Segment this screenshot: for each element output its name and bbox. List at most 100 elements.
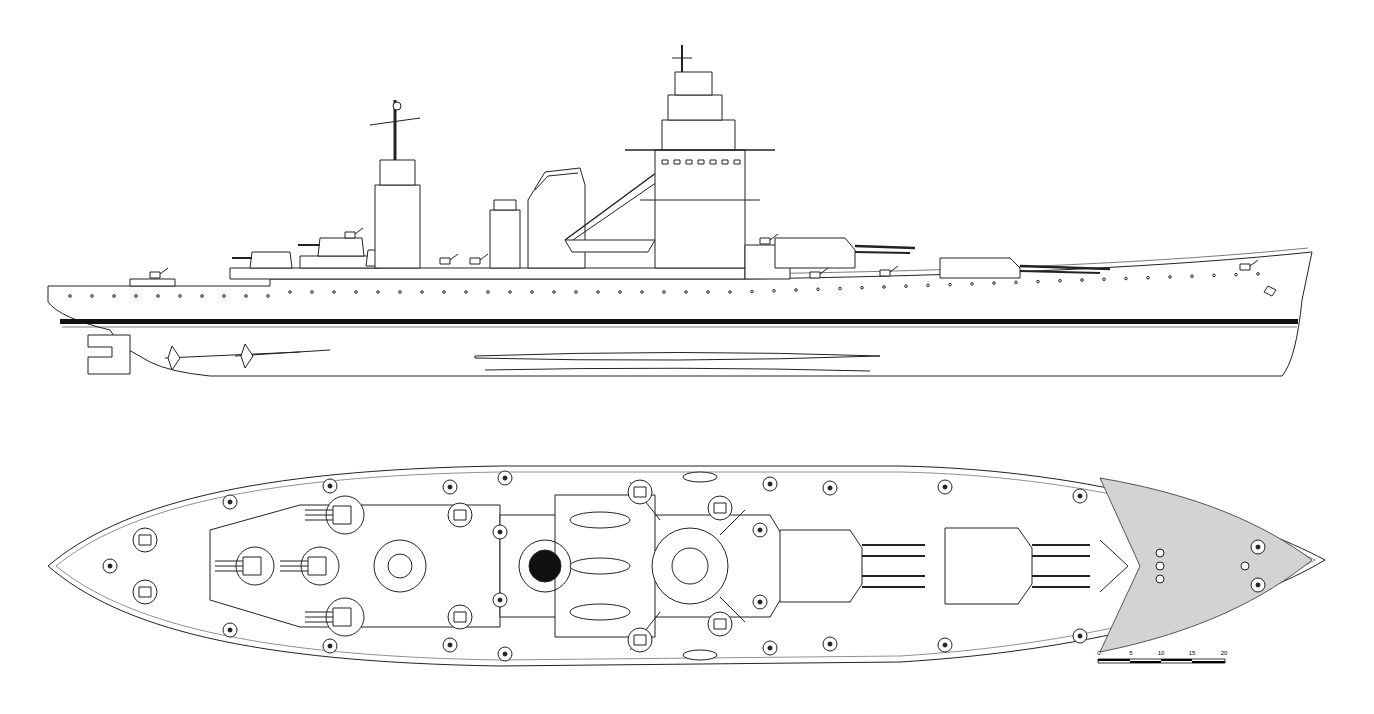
aa-director <box>490 210 520 268</box>
porthole <box>575 291 578 294</box>
boat <box>565 240 655 252</box>
aa-mount-plan <box>763 641 777 655</box>
turret-house <box>333 506 351 524</box>
aa-mount-center <box>828 642 832 646</box>
porthole <box>641 291 644 294</box>
aa-mount <box>810 272 820 278</box>
bridge-window <box>674 160 680 164</box>
porthole <box>201 295 204 298</box>
scale-number: 5 <box>1129 650 1132 657</box>
porthole <box>1015 281 1018 284</box>
porthole <box>685 291 688 294</box>
aa-mount-plan <box>498 471 512 485</box>
yard <box>370 118 420 125</box>
platform <box>640 200 760 201</box>
tower-level <box>662 120 735 150</box>
porthole <box>993 282 996 285</box>
aa-gun-house <box>714 503 726 513</box>
aa-mount-center <box>1256 545 1260 549</box>
aft-tower <box>375 185 420 268</box>
aa-mount-plan <box>628 628 652 652</box>
porthole <box>1213 274 1216 277</box>
porthole <box>663 291 666 294</box>
aa-mount <box>150 272 160 278</box>
fore-tower-top <box>672 548 708 584</box>
aa-mount-plan <box>823 481 837 495</box>
scale-number: 20 <box>1221 650 1228 657</box>
gun-barrel <box>305 515 333 516</box>
aa-mount-center <box>1078 634 1082 638</box>
turret-house <box>333 608 351 626</box>
bridge-window <box>698 160 704 164</box>
porthole <box>1125 277 1128 280</box>
plan-details <box>103 471 1265 661</box>
superstructure-base <box>230 268 745 279</box>
aa-barrel <box>450 254 458 260</box>
porthole <box>619 291 622 294</box>
aa-mount-center <box>328 644 332 648</box>
anchor <box>1264 286 1276 296</box>
bridge-window <box>662 160 668 164</box>
bow-deck-plating <box>1100 478 1312 652</box>
aa-mount-center <box>448 485 452 489</box>
capstan <box>1241 562 1249 570</box>
aa-mount <box>1240 264 1250 270</box>
main-turret-a <box>940 258 1020 278</box>
porthole <box>333 291 336 294</box>
gun-barrel <box>305 520 333 521</box>
boot-topping <box>60 319 1298 324</box>
aa-barrel <box>820 268 828 274</box>
boat <box>570 512 630 528</box>
aa-mount-plan <box>498 647 512 661</box>
aa-barrel <box>770 234 778 240</box>
porthole <box>751 290 754 293</box>
porthole <box>597 291 600 294</box>
aa-mount <box>470 258 480 264</box>
porthole <box>1257 273 1260 276</box>
forward-tower <box>655 150 745 268</box>
crane-boom <box>570 180 660 242</box>
fore-tower-top <box>652 528 728 604</box>
aa-mount-plan <box>1251 540 1265 554</box>
breakwater <box>1100 540 1128 566</box>
gun-barrel <box>280 561 308 562</box>
aa-barrel <box>160 268 168 274</box>
aa-mount-center <box>758 600 762 604</box>
aa-mount-center <box>498 598 502 602</box>
aa-gun-house <box>454 612 466 622</box>
capstan <box>1156 562 1164 570</box>
aft-director <box>380 160 415 185</box>
secondary-turret <box>250 252 292 268</box>
aa-mount-plan <box>708 496 732 520</box>
aa-gun-house <box>454 510 466 520</box>
boat <box>683 472 717 482</box>
aa-mount <box>760 238 770 244</box>
boat <box>683 650 717 660</box>
aa-barrel <box>480 254 488 260</box>
porthole <box>729 291 732 294</box>
aa-mount-center <box>228 628 232 632</box>
porthole <box>949 283 952 286</box>
porthole <box>905 285 908 288</box>
aa-mount-center <box>1256 583 1260 587</box>
porthole <box>861 286 864 289</box>
aa-mount-plan <box>628 480 652 504</box>
main-turret-b <box>775 238 855 268</box>
aa-gun-house <box>714 619 726 629</box>
aa-mount <box>880 270 890 276</box>
porthole <box>707 291 710 294</box>
gun-barrel <box>215 566 243 567</box>
gun-barrel <box>280 566 308 567</box>
aa-director-top <box>494 200 516 210</box>
hull-plan <box>48 466 1325 666</box>
aa-gun-house <box>139 535 151 545</box>
secondary-turret <box>318 238 364 256</box>
boat <box>570 604 630 620</box>
porthole <box>135 295 138 298</box>
stern-deckhouse <box>130 279 175 286</box>
porthole <box>927 284 930 287</box>
porthole <box>355 291 358 294</box>
aa-barrel <box>1250 260 1258 266</box>
hull-profile <box>48 252 1312 376</box>
aa-mount-center <box>108 564 112 568</box>
